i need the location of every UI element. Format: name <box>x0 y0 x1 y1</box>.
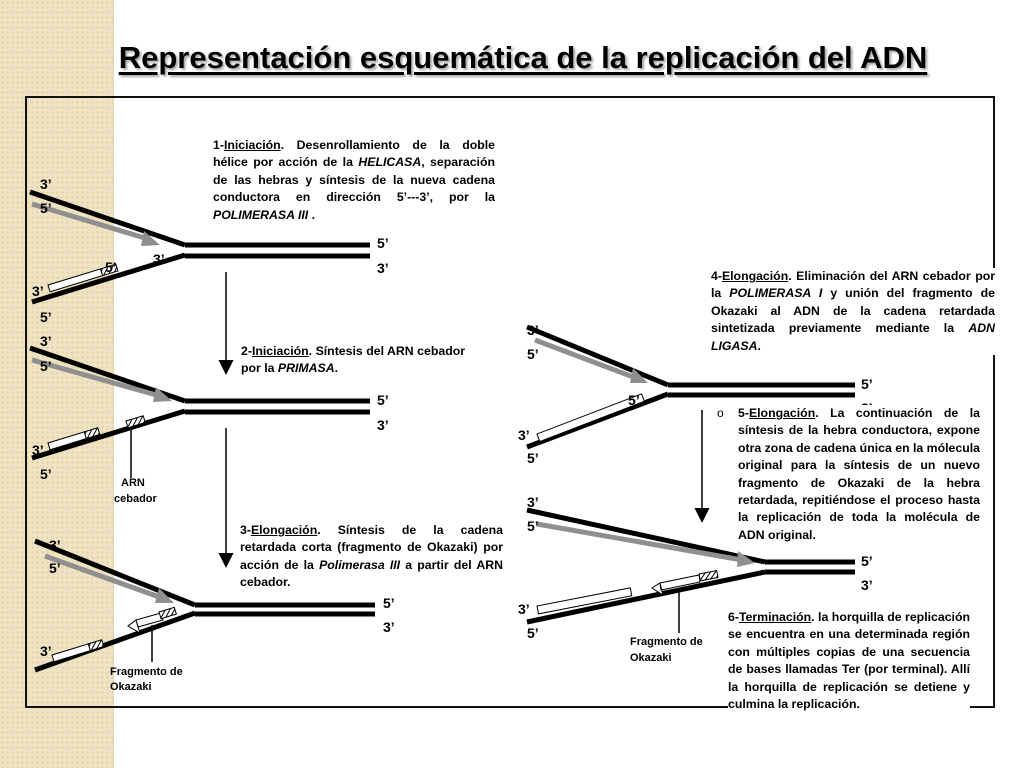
step-3-caption: 3-Elongación. Síntesis de la cadena reta… <box>240 522 503 592</box>
step-5-name: Elongación <box>749 406 815 420</box>
step-2-enzyme: PRIMASA <box>278 361 335 375</box>
fork-4-label-5prime-top: 5’ <box>527 346 539 362</box>
arn-cebador-label-line2: cebador <box>114 493 158 505</box>
step-6-name: Terminación <box>739 610 811 624</box>
step-3-number: 3- <box>240 523 251 537</box>
leading-strand <box>535 340 636 378</box>
fork-3-label-5prime-top: 5’ <box>49 560 61 576</box>
template-strand-top <box>527 510 765 562</box>
fork-2-label-3prime-bottom: 3’ <box>32 442 44 458</box>
step-6-number: 6- <box>728 610 739 624</box>
fork-2-label-5prime-right: 5’ <box>377 392 389 408</box>
step-1-enzyme: POLIMERASA III <box>213 208 308 222</box>
step-5-caption: 5-Elongación. La continuación de la sínt… <box>738 405 980 544</box>
fork-2-label-5prime-bottom: 5’ <box>40 466 52 482</box>
template-strand-top <box>30 192 185 245</box>
step-2-text: . <box>335 361 338 375</box>
step-2-number: 2- <box>241 344 252 358</box>
leading-strand <box>537 524 742 560</box>
fork-5-label-3prime-right: 3’ <box>861 577 873 593</box>
fork-1-label-3prime-mid: 3’ <box>153 251 165 267</box>
okazaki-label-line1: Fragmento de <box>630 636 703 648</box>
fork-4-label-3prime-top: 3’ <box>527 322 539 338</box>
okazaki-label-line2: Okazaki <box>110 681 152 693</box>
step-5-bullet: o <box>717 405 724 422</box>
step-1-number: 1- <box>213 138 224 152</box>
arn-cebador-label-line1: ARN <box>121 477 145 489</box>
fork-4-label-5prime-right: 5’ <box>861 376 873 392</box>
fork-2-label-3prime-top: 3’ <box>40 333 52 349</box>
step-2-name: Iniciación <box>252 344 309 358</box>
okazaki-label-line2: Okazaki <box>630 652 672 664</box>
rna-primer <box>699 571 718 581</box>
fork-5-label-3prime-top: 3’ <box>527 494 539 510</box>
step-5-number: 5- <box>738 406 749 420</box>
step-1-text: . <box>308 208 315 222</box>
fork-3-label-3prime-bottom: 3’ <box>40 643 52 659</box>
step-1-name: Iniciación <box>224 138 281 152</box>
step-4-name: Elongación <box>722 269 788 283</box>
fork-4-label-3prime-bottom: 3’ <box>518 427 530 443</box>
okazaki-label-line1: Fragmento de <box>110 666 183 678</box>
step-5-text: . La continuación de la síntesis de la h… <box>738 406 980 542</box>
step-6-text: . la horquilla de replicación se encuent… <box>728 610 970 711</box>
fork-1-label-3prime-top: 3’ <box>40 176 52 192</box>
fork-5-label-3prime-bottom: 3’ <box>518 601 530 617</box>
fork-5-label-5prime-bottom: 5’ <box>527 625 539 641</box>
step-1-enzyme: HELICASA <box>358 155 421 169</box>
fork-3-label-3prime-top: 3’ <box>49 537 61 553</box>
template-strand-bottom <box>527 394 668 447</box>
step-4-caption: 4-Elongación. Eliminación del ARN cebado… <box>711 268 995 355</box>
template-strand-top <box>527 327 668 385</box>
step-3-enzyme: Polimerasa III <box>319 558 400 572</box>
fork-4-label-5prime-mid: 5’ <box>628 392 640 408</box>
leading-strand <box>45 556 162 598</box>
fork-2-label-3prime-right: 3’ <box>377 417 389 433</box>
step-6-caption: 6-Terminación. la horquilla de replicaci… <box>728 609 970 713</box>
step-4-enzyme: POLIMERASA I <box>729 286 822 300</box>
fork-1-label-3prime-right: 3’ <box>377 260 389 276</box>
fork-4-label-5prime-bottom: 5’ <box>527 450 539 466</box>
rna-primer <box>159 607 176 618</box>
fork-3-label-3prime-right: 3’ <box>383 619 395 635</box>
step-1-caption: 1-Iniciación. Desenrollamiento de la dob… <box>213 137 495 224</box>
template-strand-bottom <box>32 411 185 458</box>
fork-1-label-3prime-bottom: 3’ <box>32 283 44 299</box>
fork-1-label-5prime-mid: 5’ <box>105 259 117 275</box>
fork-1-label-5prime-bottom: 5’ <box>40 309 52 325</box>
template-strand-bottom <box>35 613 195 670</box>
fork-1-label-5prime-top: 5’ <box>40 200 52 216</box>
step-4-number: 4- <box>711 269 722 283</box>
step-2-caption: 2-Iniciación. Síntesis del ARN cebador p… <box>241 343 465 378</box>
fork-2-label-5prime-top: 5’ <box>40 358 52 374</box>
fork-5-label-5prime-right: 5’ <box>861 553 873 569</box>
fork-1-label-5prime-right: 5’ <box>377 235 389 251</box>
step-4-text: . <box>757 339 760 353</box>
fork-5-label-5prime-top: 5’ <box>527 518 539 534</box>
step-3-name: Elongación <box>251 523 317 537</box>
fork-3-label-5prime-right: 5’ <box>383 595 395 611</box>
